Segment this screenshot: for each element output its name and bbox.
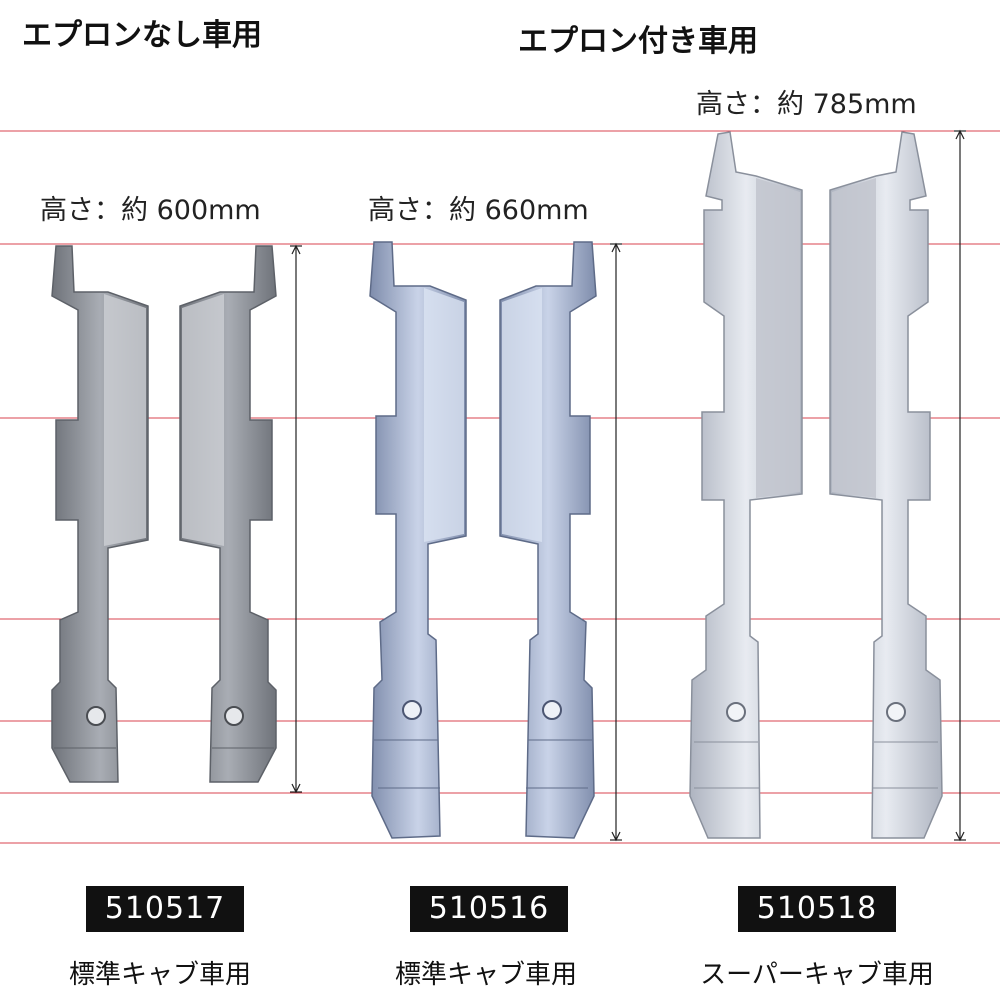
panel-pair-510516 — [369, 241, 597, 839]
panel-right-face — [502, 288, 542, 542]
bolt-hole — [542, 700, 562, 720]
panel-right-face — [832, 178, 876, 498]
arrow-up-icon — [955, 129, 965, 140]
panel-left-face — [104, 294, 146, 546]
panel-pair-510518 — [689, 131, 943, 839]
arrow-down-icon — [291, 783, 301, 794]
heading-with-apron: エプロン付き車用 — [518, 24, 758, 59]
cab-label-510518: スーパーキャブ車用 — [700, 960, 934, 990]
cab-label-510516: 標準キャブ車用 — [394, 960, 577, 990]
cab-label-510517: 標準キャブ車用 — [68, 960, 251, 990]
arrow-down-icon — [611, 831, 621, 842]
panel-pair-510517 — [51, 245, 277, 783]
bolt-hole — [726, 702, 746, 722]
dimension-lines — [290, 129, 966, 842]
bolt-hole — [886, 702, 906, 722]
bolt-hole — [86, 706, 106, 726]
panel-left-face — [756, 178, 800, 498]
panel-left-face — [424, 288, 464, 542]
arrow-up-icon — [291, 244, 301, 255]
bolt-hole — [402, 700, 422, 720]
arrow-down-icon — [955, 831, 965, 842]
heading-no-apron: エプロンなし車用 — [22, 18, 262, 53]
height-label-510516: 高さ：約 660mm — [368, 195, 589, 226]
product-code-510517: 510517 — [86, 886, 244, 932]
product-code-510518: 510518 — [738, 886, 896, 932]
height-label-510518: 高さ：約 785mm — [696, 89, 917, 120]
product-code-510516: 510516 — [410, 886, 568, 932]
height-label-510517: 高さ：約 600mm — [40, 195, 261, 226]
panel-right-face — [182, 294, 224, 546]
bolt-hole — [224, 706, 244, 726]
arrow-up-icon — [611, 242, 621, 253]
